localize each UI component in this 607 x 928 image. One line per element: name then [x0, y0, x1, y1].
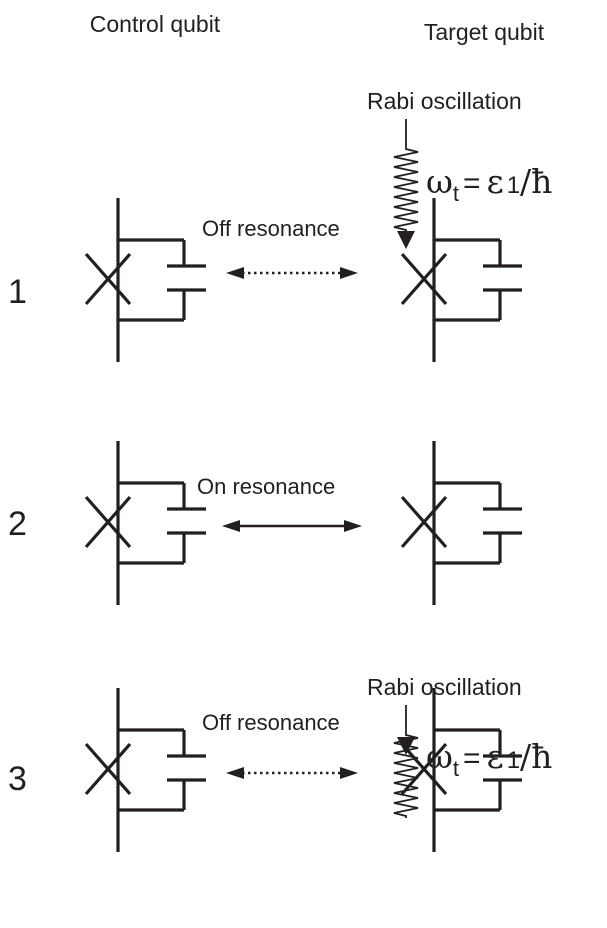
coupling-label: On resonance	[197, 474, 335, 499]
rabi-oscillation-label: Rabi oscillation	[367, 88, 522, 114]
on-resonance-arrow	[222, 520, 362, 532]
row-number: 3	[8, 760, 27, 798]
target-qubit-header: Target qubit	[424, 19, 545, 45]
off-resonance-arrow	[226, 267, 358, 279]
target-qubit-circuit	[400, 439, 524, 607]
off-resonance-arrow	[226, 767, 358, 779]
rabi-oscillation-label: Rabi oscillation	[367, 674, 522, 700]
microwave-drive-line	[393, 119, 419, 249]
row-number: 1	[8, 273, 27, 311]
control-qubit-circuit	[84, 686, 208, 854]
microwave-drive-line	[393, 705, 419, 818]
control-qubit-circuit	[84, 439, 208, 607]
coupling-label: Off resonance	[202, 710, 340, 735]
row-number: 2	[8, 505, 27, 543]
control-qubit-header: Control qubit	[90, 11, 221, 37]
row-2: 2 On resonance	[8, 439, 524, 607]
target-qubit-circuit	[400, 196, 524, 364]
coupling-label: Off resonance	[202, 216, 340, 241]
control-qubit-circuit	[84, 196, 208, 364]
target-qubit-circuit	[400, 686, 524, 854]
